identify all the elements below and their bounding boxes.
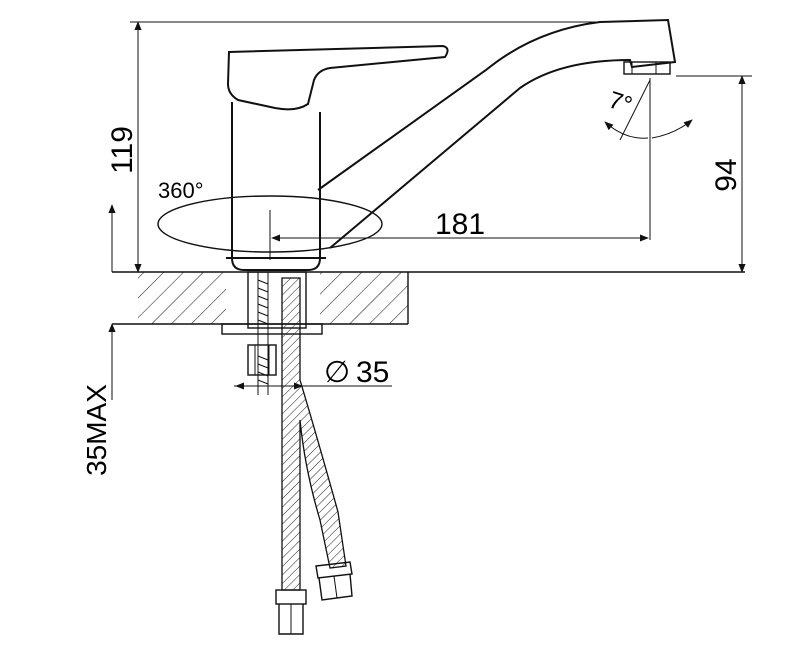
supply-hoses bbox=[276, 278, 352, 634]
dim-label-35max: 35MAX bbox=[81, 384, 112, 476]
dim-label-diameter-35: 35 bbox=[356, 356, 389, 389]
dim-label-119: 119 bbox=[106, 126, 139, 174]
dim-label-94: 94 bbox=[710, 158, 743, 191]
dimension-counter-max: 35MAX bbox=[81, 205, 112, 476]
dimension-height-total: 119 bbox=[106, 22, 600, 272]
dimension-spout-reach: 181 bbox=[270, 78, 650, 260]
mounting-hardware bbox=[222, 272, 322, 395]
dim-label-181: 181 bbox=[435, 208, 485, 241]
dimension-spout-angle: 7° bbox=[605, 80, 692, 140]
rotation-label: 360° bbox=[158, 178, 204, 203]
angle-label: 7° bbox=[605, 86, 635, 119]
diameter-symbol: ∅ bbox=[324, 356, 350, 389]
countertop-section bbox=[112, 272, 745, 324]
dimension-height-spout: 94 bbox=[676, 76, 752, 272]
